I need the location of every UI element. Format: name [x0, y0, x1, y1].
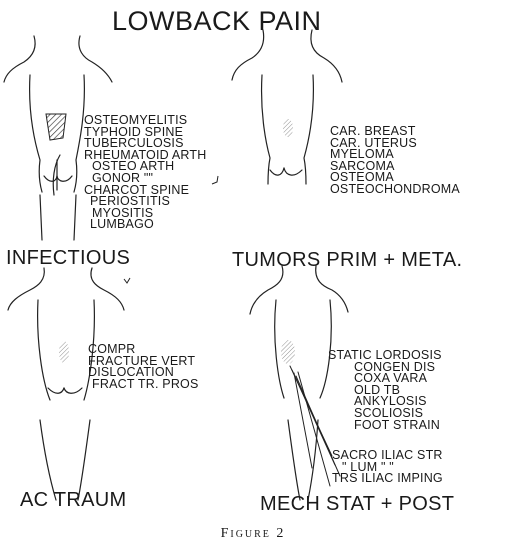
mechanical-list: STATIC LORDOSIS CONGEN DIS COXA VARA OLD…	[328, 350, 442, 431]
mechanical-caption: MECH STAT + POST	[260, 494, 454, 514]
trauma-list: COMPR FRACTURE VERT DISLOCATION FRACT TR…	[88, 344, 199, 390]
tick-mark	[212, 176, 218, 184]
lesion-trauma	[59, 341, 69, 363]
trauma-caption: AC TRAUM	[20, 490, 126, 510]
tick-mark	[124, 278, 130, 283]
lesion-mechanical	[281, 340, 295, 364]
list-item: FOOT STRAIN	[328, 420, 442, 432]
list-item: LUMBAGO	[84, 219, 206, 231]
tumors-caption: TUMORS PRIM + META.	[232, 250, 462, 270]
infectious-caption: INFECTIOUS	[6, 248, 130, 268]
figure-label: Figure 2	[0, 526, 506, 542]
diagram-title: LOWBACK PAIN	[112, 8, 322, 35]
tumors-list: CAR. BREAST CAR. UTERUS MYELOMA SARCOMA …	[330, 126, 460, 196]
infectious-list: OSTEOMYELITIS TYPHOID SPINE TUBERCULOSIS…	[84, 115, 206, 231]
list-item: OSTEOCHONDROMA	[330, 184, 460, 196]
mechanical-pointer-list: SACRO ILIAC STR " LUM " " TRS ILIAC IMPI…	[332, 450, 443, 485]
list-item: TRS ILIAC IMPING	[332, 473, 443, 485]
lesion-tumors	[283, 119, 293, 137]
torso-tumors	[232, 30, 342, 184]
list-item: FRACT TR. PROS	[88, 379, 199, 391]
lesion-infectious	[46, 114, 66, 140]
